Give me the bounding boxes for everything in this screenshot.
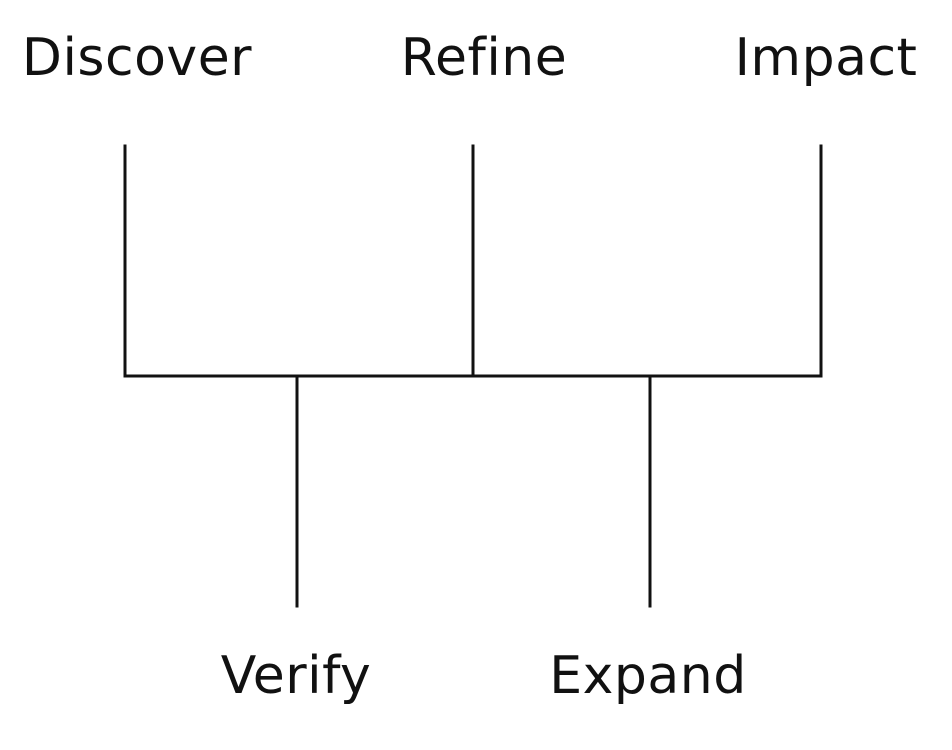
label-expand: Expand xyxy=(549,646,747,706)
label-discover: Discover xyxy=(21,28,253,88)
label-impact: Impact xyxy=(734,28,918,88)
label-verify: Verify xyxy=(220,646,372,706)
label-refine: Refine xyxy=(400,28,568,88)
